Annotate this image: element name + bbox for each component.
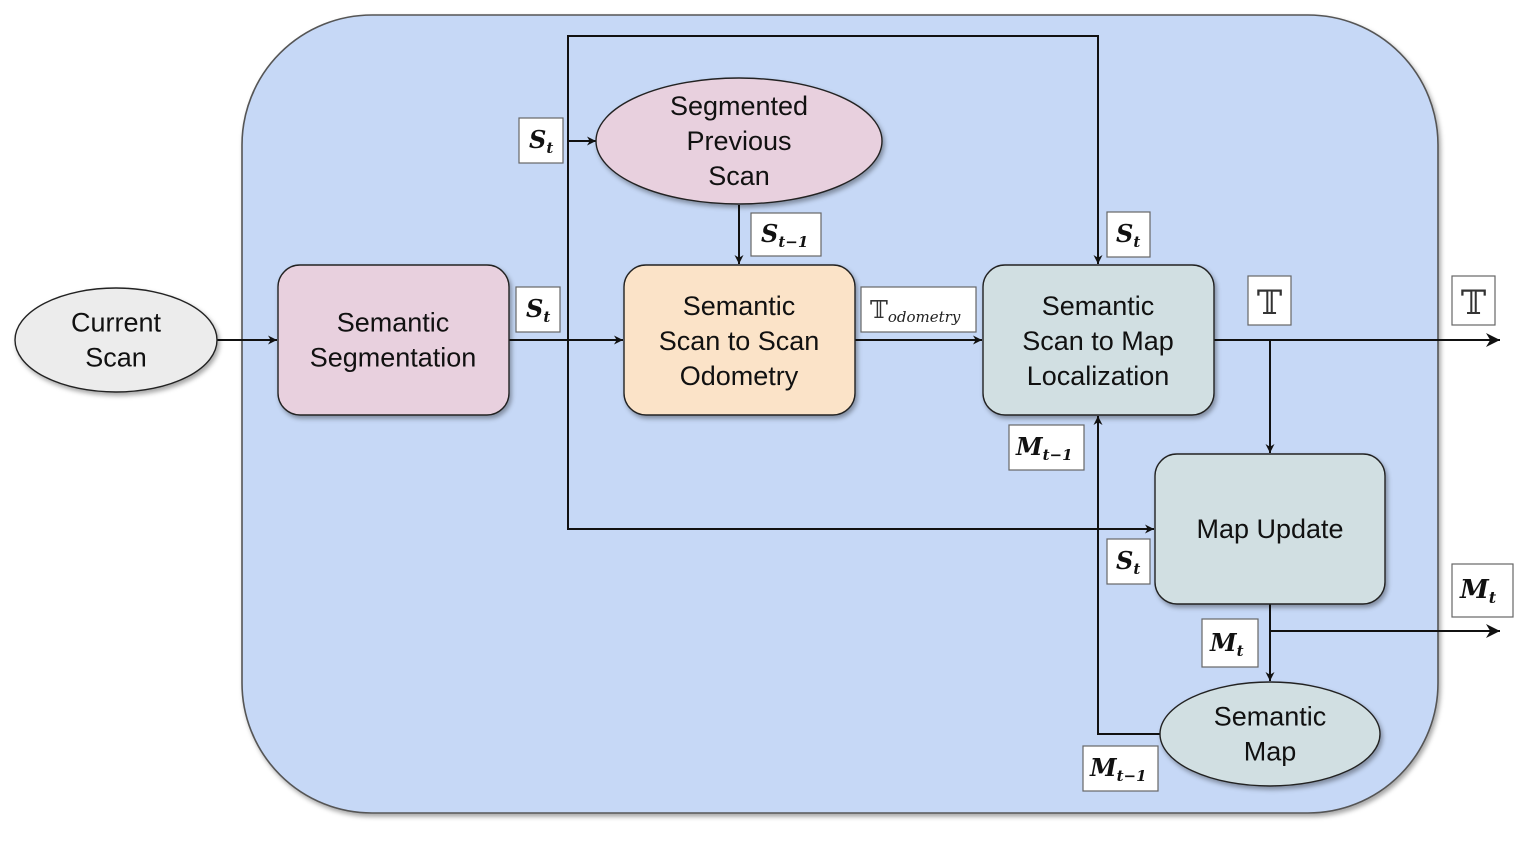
label-t-odometry: 𝕋odometry: [860, 286, 977, 333]
label-st-localization: St: [1106, 211, 1151, 258]
label-st-minus-1: St−1: [750, 212, 822, 257]
edge-semantic-map-to-localization: [1093, 416, 1160, 735]
svg-text:𝕋odometry: 𝕋odometry: [870, 296, 961, 326]
svg-text:𝕋: 𝕋: [1461, 283, 1486, 323]
edge-st-to-localization: [567, 35, 1103, 264]
svg-text:St: St: [1116, 219, 1140, 251]
edges: [217, 35, 1500, 735]
label-mt-minus-1-map: Mt−1: [1082, 745, 1159, 792]
edge-st-to-map-update: [567, 340, 1154, 534]
svg-text:St: St: [526, 294, 550, 326]
svg-text:Mt: Mt: [1209, 628, 1244, 660]
label-t-output: 𝕋: [1451, 275, 1496, 326]
svg-text:Mt−1: Mt−1: [1089, 753, 1147, 785]
label-st-segmentation: St: [515, 286, 561, 333]
label-mt-minus-1-localization: Mt−1: [1008, 424, 1085, 471]
label-mt-map-update: Mt: [1201, 618, 1259, 668]
edge-labels: St St St−1 𝕋odometry St 𝕋 𝕋: [515, 117, 1514, 792]
svg-text:St: St: [1116, 546, 1140, 578]
svg-text:Mt−1: Mt−1: [1015, 432, 1073, 464]
svg-text:St−1: St−1: [761, 219, 808, 251]
map-update-label: Map Update: [1196, 514, 1343, 544]
svg-text:𝕋: 𝕋: [1257, 283, 1282, 323]
map-update-node: Map Update: [1154, 453, 1386, 605]
label-st-map-update: St: [1106, 538, 1151, 585]
label-mt-output: Mt: [1451, 563, 1514, 618]
svg-text:Mt: Mt: [1459, 575, 1497, 607]
label-t-localization: 𝕋: [1247, 275, 1292, 326]
label-st-previous: St: [518, 117, 564, 164]
svg-text:St: St: [529, 125, 553, 157]
